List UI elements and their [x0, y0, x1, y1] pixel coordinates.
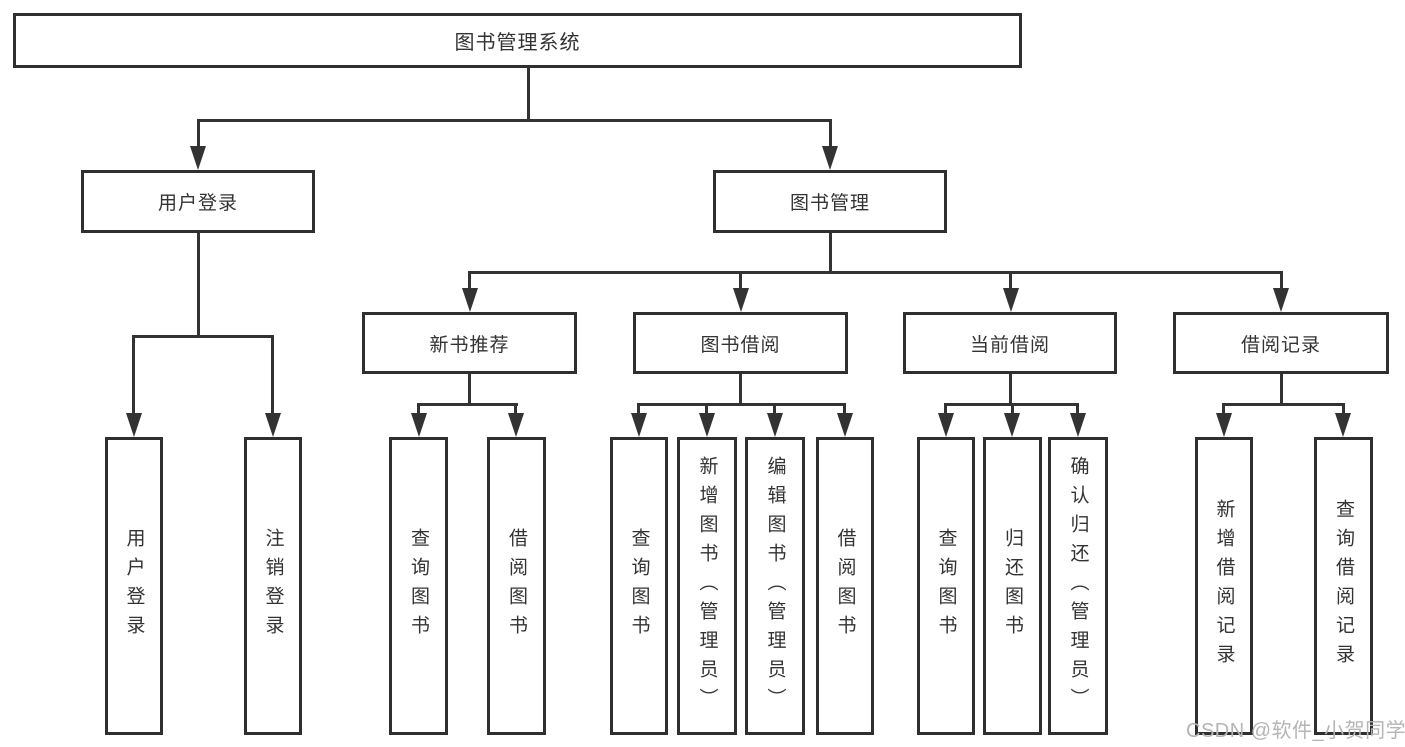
node-label: 新增借阅记录 — [1213, 499, 1235, 673]
arrow-down-icon — [190, 146, 206, 170]
connector-line — [1009, 271, 1012, 291]
connector-line — [1222, 403, 1225, 416]
node-label: 借阅图书 — [834, 528, 856, 644]
node-borrowing-records: 借阅记录 — [1173, 312, 1389, 374]
leaf-confirm-return-admin: 确认归还（管理员） — [1048, 437, 1108, 735]
arrow-down-icon — [631, 413, 647, 437]
node-book-borrowing: 图书借阅 — [633, 312, 848, 374]
arrow-down-icon — [1070, 413, 1086, 437]
leaf-return-books: 归还图书 — [983, 437, 1042, 735]
node-label: 新书推荐 — [429, 334, 510, 356]
connector-line — [271, 335, 274, 415]
connector-line — [944, 403, 947, 416]
node-label: 借阅记录 — [1240, 334, 1321, 356]
arrow-down-icon — [837, 413, 853, 437]
leaf-edit-book-admin: 编辑图书（管理员） — [745, 437, 805, 735]
connector-line — [1222, 403, 1345, 406]
leaf-query-books-recommend: 查询图书 — [389, 437, 448, 735]
connector-line — [829, 233, 832, 273]
leaf-query-books-borrowing: 查询图书 — [610, 437, 668, 735]
leaf-query-borrow-record: 查询借阅记录 — [1314, 437, 1373, 735]
connector-line — [417, 403, 518, 406]
node-label: 查询图书 — [408, 528, 429, 644]
leaf-query-books-current: 查询图书 — [917, 437, 975, 735]
arrow-down-icon — [462, 288, 478, 312]
connector-line — [132, 335, 274, 338]
arrow-down-icon — [1004, 413, 1020, 437]
node-current-borrowing: 当前借阅 — [903, 312, 1117, 374]
node-label: 归还图书 — [1002, 528, 1023, 644]
connector-line — [468, 271, 1283, 274]
arrow-down-icon — [1335, 413, 1351, 437]
connector-line — [197, 119, 832, 122]
node-label: 当前借阅 — [969, 334, 1050, 356]
node-user-login: 用户登录 — [81, 170, 315, 233]
node-label: 确认归还（管理员） — [1067, 455, 1089, 717]
connector-line — [637, 403, 846, 406]
arrow-down-icon — [126, 413, 142, 437]
connector-line — [527, 68, 530, 122]
connector-line — [843, 403, 846, 416]
node-label: 图书管理系统 — [454, 32, 581, 54]
connector-line — [1011, 403, 1014, 416]
arrow-down-icon — [699, 413, 715, 437]
arrow-down-icon — [767, 413, 783, 437]
connector-line — [705, 403, 708, 416]
connector-line — [197, 119, 200, 151]
connector-line — [1009, 374, 1012, 405]
arrow-down-icon — [1273, 288, 1289, 312]
connector-line — [132, 335, 135, 415]
node-label: 借阅图书 — [506, 528, 527, 644]
connector-line — [197, 233, 200, 337]
connector-line — [1076, 403, 1079, 416]
node-label: 编辑图书（管理员） — [764, 455, 786, 717]
arrow-down-icon — [1216, 413, 1232, 437]
connector-line — [514, 403, 517, 416]
arrow-down-icon — [411, 413, 427, 437]
leaf-logout: 注销登录 — [244, 437, 302, 735]
node-label: 查询图书 — [628, 528, 650, 644]
arrow-down-icon — [265, 413, 281, 437]
arrow-down-icon — [1003, 288, 1019, 312]
arrow-down-icon — [938, 413, 954, 437]
node-label: 查询图书 — [935, 528, 957, 644]
connector-line — [739, 271, 742, 291]
leaf-user-login: 用户登录 — [105, 437, 163, 735]
watermark: CSDN @软件_小贺同学 — [1186, 720, 1405, 742]
connector-line — [468, 271, 471, 291]
node-label: 查询借阅记录 — [1333, 499, 1354, 673]
connector-line — [468, 374, 471, 405]
node-label: 图书管理 — [789, 193, 870, 214]
connector-line — [417, 403, 420, 416]
node-book-management: 图书管理 — [713, 170, 947, 233]
node-label: 新增图书（管理员） — [696, 455, 718, 717]
leaf-borrow-books-recommend: 借阅图书 — [487, 437, 546, 735]
node-label: 用户登录 — [157, 193, 238, 214]
node-new-book-recommend: 新书推荐 — [362, 312, 577, 374]
arrow-down-icon — [508, 413, 524, 437]
connector-line — [1280, 271, 1283, 291]
connector-line — [739, 374, 742, 405]
node-label: 图书借阅 — [700, 334, 781, 356]
connector-line — [829, 119, 832, 151]
arrow-down-icon — [733, 288, 749, 312]
node-library-management-system: 图书管理系统 — [13, 13, 1022, 68]
leaf-add-borrow-record: 新增借阅记录 — [1195, 437, 1253, 735]
connector-line — [1342, 403, 1345, 416]
connector-line — [637, 403, 640, 416]
connector-line — [1280, 374, 1283, 405]
leaf-borrow-books-borrowing: 借阅图书 — [816, 437, 874, 735]
connector-line — [773, 403, 776, 416]
node-label: 用户登录 — [123, 528, 145, 644]
node-label: 注销登录 — [262, 528, 284, 644]
arrow-down-icon — [822, 146, 838, 170]
leaf-add-book-admin: 新增图书（管理员） — [677, 437, 737, 735]
